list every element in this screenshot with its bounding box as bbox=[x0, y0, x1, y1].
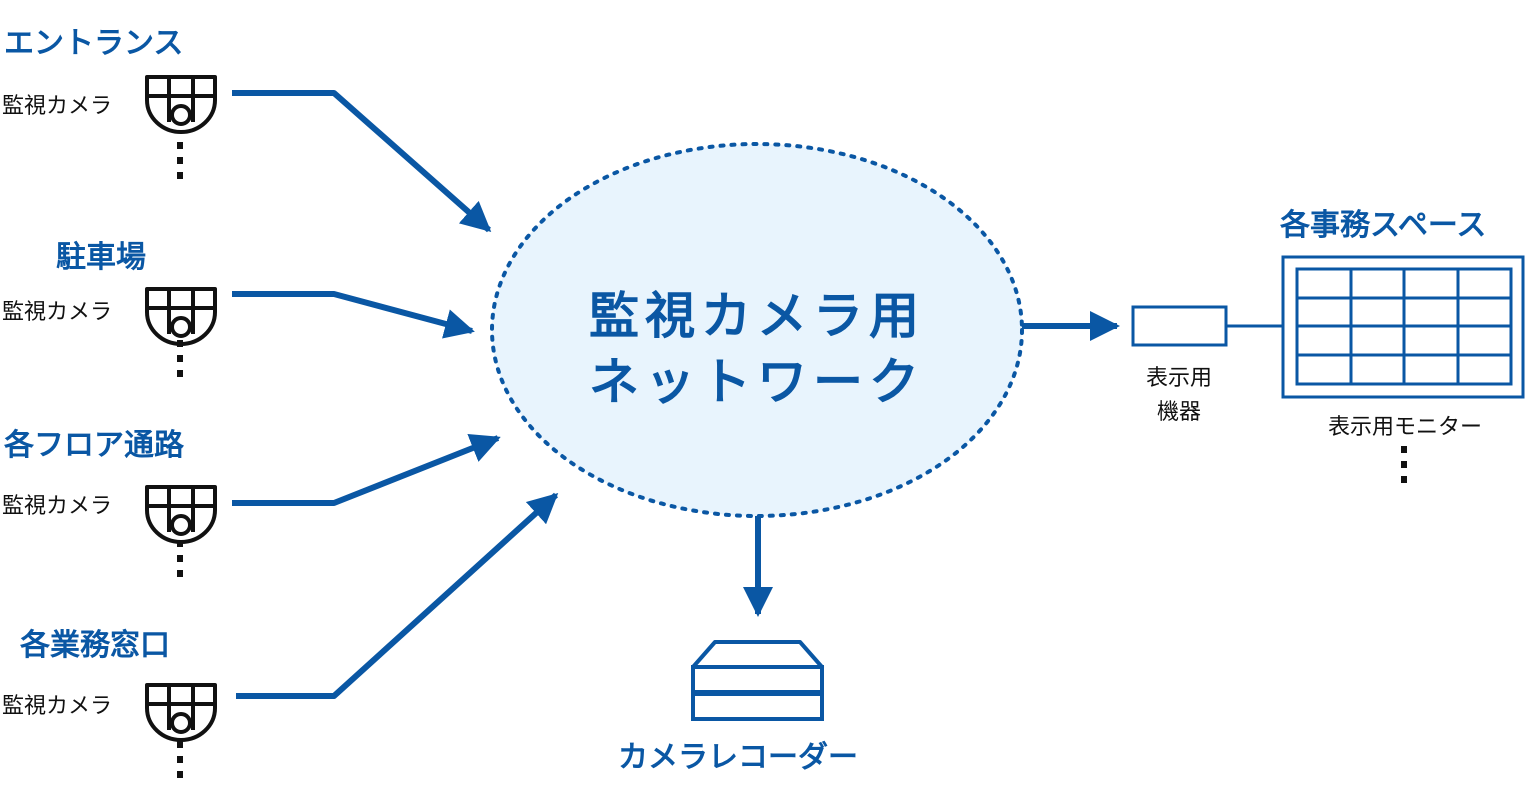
camera-label: 監視カメラ bbox=[2, 94, 113, 119]
vertical-ellipsis-icon bbox=[177, 540, 183, 577]
dome-camera-icon bbox=[145, 683, 217, 742]
zone-title-service-counters: 各業務窓口 bbox=[20, 628, 170, 663]
vertical-ellipsis-icon bbox=[1401, 446, 1407, 483]
zone-title-entrance: エントランス bbox=[4, 26, 184, 61]
vertical-ellipsis-icon bbox=[177, 741, 183, 778]
camera-arrow bbox=[232, 434, 501, 506]
recorder-label: カメラレコーダー bbox=[618, 740, 858, 775]
display-device-label-line2: 機器 bbox=[1156, 400, 1201, 425]
monitor-label: 表示用モニター bbox=[1327, 415, 1482, 440]
camera-label: 監視カメラ bbox=[2, 494, 113, 519]
vertical-ellipsis-icon bbox=[177, 142, 183, 179]
display-device-label-line1: 表示用 bbox=[1145, 366, 1212, 391]
camera-label: 監視カメラ bbox=[2, 300, 113, 325]
camera-arrow bbox=[236, 492, 559, 699]
zone-title-floor-corridors: 各フロア通路 bbox=[4, 428, 184, 463]
dome-camera-icon bbox=[145, 485, 217, 544]
vertical-ellipsis-icon bbox=[177, 340, 183, 377]
network-label-line1: 監視カメラ用 bbox=[589, 287, 925, 345]
office-title: 各事務スペース bbox=[1280, 208, 1487, 243]
zone-title-parking: 駐車場 bbox=[56, 240, 146, 275]
dome-camera-icon bbox=[145, 75, 217, 134]
monitor-grid-icon bbox=[1281, 255, 1525, 399]
recorder-icon bbox=[691, 640, 824, 721]
dome-camera-icon bbox=[145, 287, 217, 346]
camera-arrow bbox=[232, 291, 475, 339]
camera-arrow bbox=[232, 90, 492, 233]
display-device-box bbox=[1131, 305, 1228, 347]
network-label-line2: ネットワーク bbox=[589, 353, 925, 411]
camera-label: 監視カメラ bbox=[2, 694, 113, 719]
